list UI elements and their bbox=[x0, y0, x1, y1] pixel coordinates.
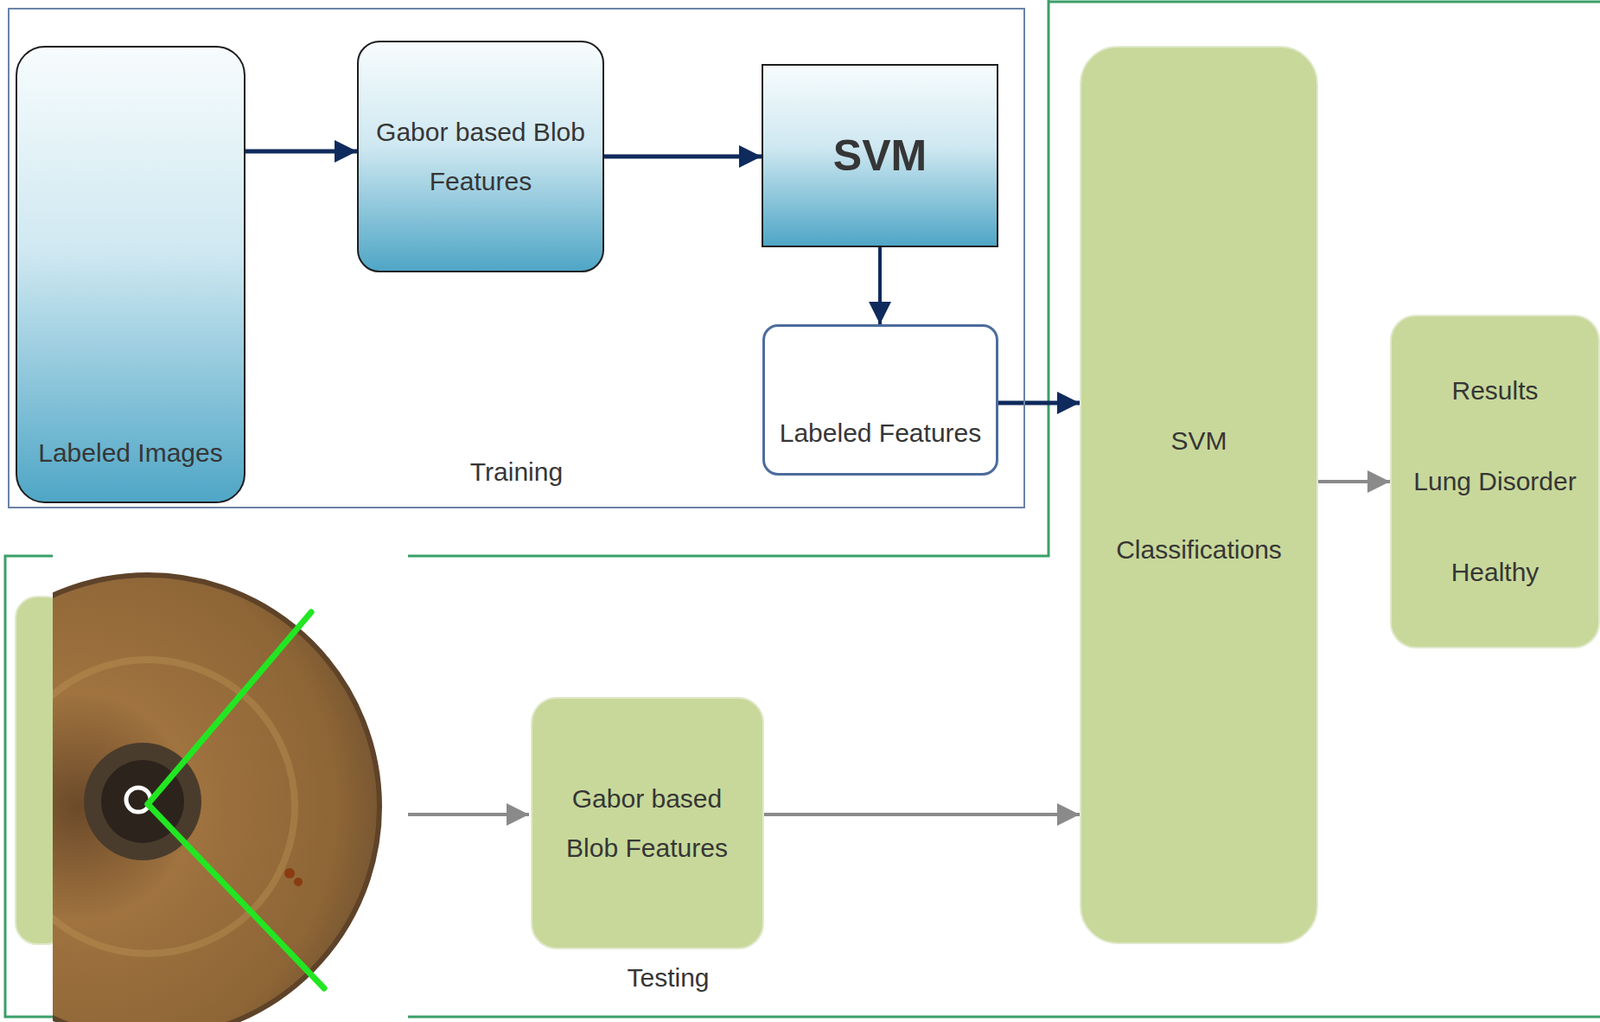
box-label: Healthy bbox=[1451, 555, 1540, 589]
process-box: SVM Classifications bbox=[1079, 45, 1319, 944]
box-label: SVM bbox=[833, 128, 927, 184]
process-box: ResultsLung DisorderHealthy bbox=[1389, 314, 1600, 649]
flow-arrow bbox=[604, 154, 762, 160]
iris-photo bbox=[0, 546, 408, 1022]
box-label: Gabor based Blob Features bbox=[372, 107, 589, 206]
input-arrow bbox=[407, 812, 530, 816]
box-label: Gabor based Blob Features bbox=[543, 773, 752, 873]
stage-frame: TrainingLabeled ImagesGabor based Blob F… bbox=[7, 7, 1026, 509]
box-label: SVM Classifications bbox=[1103, 386, 1295, 605]
process-box: SVM bbox=[761, 63, 999, 248]
flow-arrow bbox=[878, 247, 882, 325]
box-label: Results bbox=[1451, 374, 1538, 408]
box-label: Labeled Images bbox=[38, 436, 224, 470]
stage-label: Testing bbox=[623, 962, 713, 993]
process-box: Labeled Features bbox=[762, 324, 999, 476]
box-label: Labeled Features bbox=[779, 416, 982, 450]
process-box: Gabor based Blob Features bbox=[356, 40, 605, 273]
process-box: Gabor based Blob Features bbox=[530, 696, 765, 950]
flow-arrow bbox=[998, 401, 1080, 406]
flow-arrow bbox=[764, 812, 1081, 816]
flow-arrow bbox=[245, 149, 357, 154]
process-box: Labeled Images bbox=[15, 45, 246, 504]
box-label: Lung Disorder bbox=[1413, 465, 1576, 498]
flow-arrow bbox=[1318, 479, 1390, 484]
